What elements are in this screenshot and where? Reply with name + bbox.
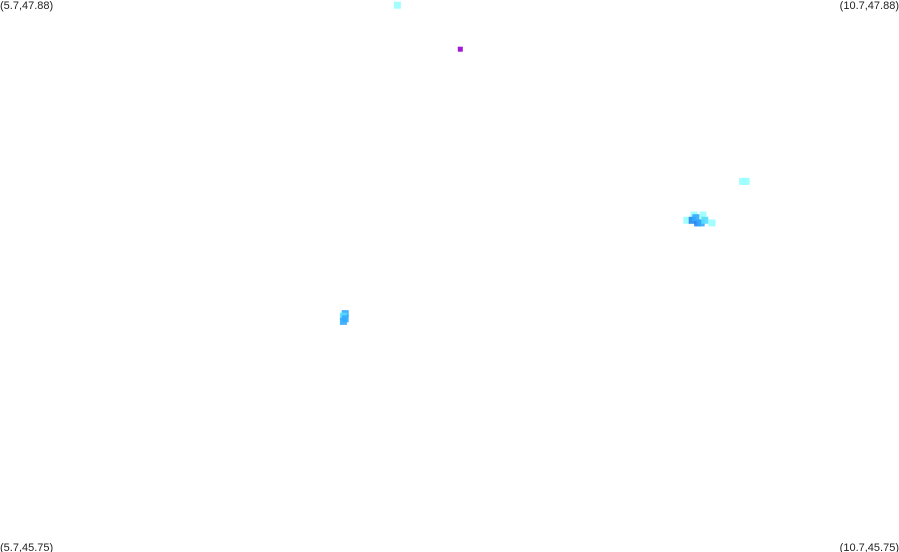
data-point [457, 46, 463, 52]
corner-label-bottom-left: (5.7,45.75) [0, 542, 54, 552]
corner-label-top-left: (5.7,47.88) [0, 0, 54, 12]
data-point [739, 177, 747, 185]
data-point [699, 211, 707, 219]
data-point [339, 317, 347, 325]
corner-label-bottom-right: (10.7,45.75) [839, 542, 899, 552]
data-point [694, 219, 702, 227]
data-point [688, 216, 696, 224]
data-point [692, 214, 700, 222]
data-point [697, 219, 705, 227]
data-point [683, 216, 691, 224]
data-point [708, 219, 716, 227]
data-point [701, 216, 709, 224]
data-point [393, 1, 401, 9]
corner-label-top-right: (10.7,47.88) [839, 0, 899, 12]
data-point [742, 177, 750, 185]
